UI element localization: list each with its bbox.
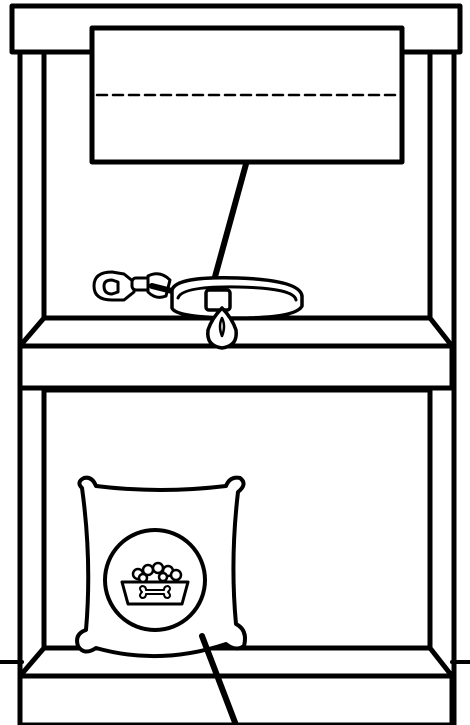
pet-food-bag	[77, 478, 245, 656]
upper-shelf-front	[20, 346, 452, 388]
food-bowl-badge	[105, 530, 205, 630]
